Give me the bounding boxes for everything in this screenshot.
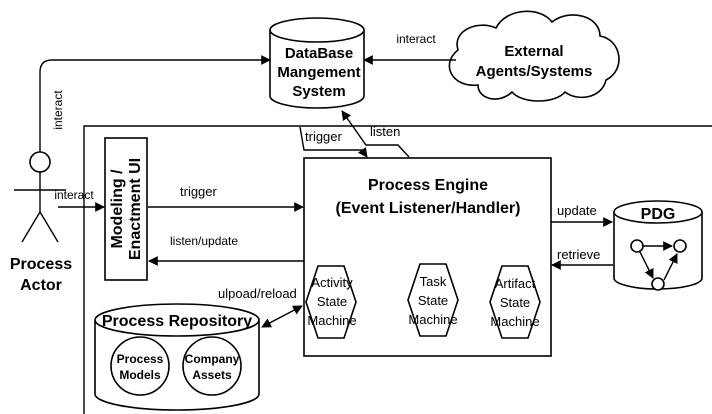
- activity-label-2: State: [317, 294, 347, 309]
- engine-to-db-listen-arrow: [341, 110, 410, 158]
- edge-label-interact-top: interact: [51, 90, 65, 130]
- process-models-label-1: Process: [117, 352, 164, 366]
- activity-label-3: Machine: [307, 313, 356, 328]
- modeling-ui-node: Modeling / Enactment UI: [104, 137, 148, 281]
- database-label-1: DataBase: [285, 45, 353, 62]
- task-state-machine: Task State Machine: [407, 263, 459, 337]
- external-agents-cloud: External Agents/Systems: [448, 10, 620, 102]
- company-assets-node: [182, 336, 242, 396]
- process-repository-node: Process Repository Process Models Compan…: [94, 303, 260, 411]
- artifact-label-2: State: [500, 295, 530, 310]
- process-models-label-2: Models: [119, 368, 161, 382]
- artifact-label-1: Artifact: [495, 276, 536, 291]
- database-label-3: System: [292, 83, 345, 100]
- artifact-state-machine: Artifact State Machine: [489, 265, 541, 339]
- external-label-1: External: [504, 43, 563, 60]
- task-label-2: State: [418, 293, 448, 308]
- db-to-engine-trigger-arrow: [299, 126, 368, 158]
- engine-label-1: Process Engine: [368, 177, 488, 194]
- actor-to-db-arrow: [39, 55, 271, 152]
- activity-state-machine: Activity State Machine: [305, 265, 357, 339]
- edge-label-retrieve: retrieve: [557, 247, 600, 262]
- database-node: DataBase Mangement System: [269, 17, 365, 109]
- process-models-node: [110, 336, 170, 396]
- actor-label-1: Process: [10, 256, 72, 273]
- pdg-graph-node-2: [673, 239, 687, 253]
- edge-label-trigger-ui: trigger: [180, 184, 218, 199]
- task-label-1: Task: [420, 274, 447, 289]
- edge-label-interact-external: interact: [396, 32, 436, 46]
- pdg-label: PDG: [641, 206, 676, 223]
- engine-label-2: (Event Listener/Handler): [336, 200, 521, 217]
- pdg-node: PDG: [613, 200, 703, 291]
- modeling-ui-label-2: Enactment UI: [127, 158, 144, 260]
- repository-engine-arrow: [261, 305, 303, 328]
- edge-label-listen-db: listen: [370, 124, 400, 139]
- edge-label-interact-actor: interact: [54, 188, 94, 202]
- external-label-2: Agents/Systems: [476, 63, 593, 80]
- edge-label-trigger-db: trigger: [305, 129, 343, 144]
- task-label-3: Machine: [408, 312, 457, 327]
- company-assets-label-1: Company: [185, 352, 240, 366]
- repository-title: Process Repository: [102, 313, 252, 330]
- activity-label-1: Activity: [311, 275, 353, 290]
- pdg-graph-node-1: [630, 239, 644, 253]
- edge-label-upload-reload: ulpoad/reload: [218, 286, 297, 301]
- company-assets-label-2: Assets: [192, 368, 232, 382]
- edge-label-update: update: [557, 203, 597, 218]
- modeling-ui-label-1: Modeling /: [109, 169, 126, 249]
- system-boundary: [83, 125, 712, 414]
- pdg-graph-node-3: [651, 277, 665, 291]
- database-label-2: Mangement: [277, 64, 360, 81]
- artifact-label-3: Machine: [490, 314, 539, 329]
- edge-label-listen-update: listen/update: [170, 234, 238, 248]
- actor-label-2: Actor: [20, 277, 62, 294]
